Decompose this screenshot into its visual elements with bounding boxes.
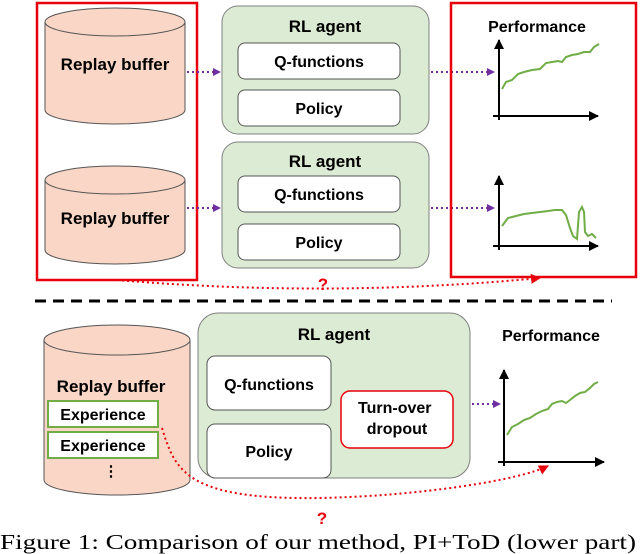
policy-box-bottom xyxy=(206,423,332,479)
question-mark-top: ? xyxy=(318,275,328,294)
performance-plot-1 xyxy=(493,39,600,121)
q-functions-box-2 xyxy=(237,175,401,213)
q-functions-label-1: Q-functions xyxy=(274,54,364,71)
question-mark-bottom: ? xyxy=(317,509,327,528)
plot3-curve xyxy=(506,381,599,436)
performance-title-top: Performance xyxy=(488,19,586,36)
policy-label-1: Policy xyxy=(295,101,342,118)
figure-caption: Figure 1: Comparison of our method, PI+T… xyxy=(0,530,636,554)
policy-label-2: Policy xyxy=(295,235,342,252)
policy-box-1 xyxy=(237,89,401,127)
performance-title-bottom: Performance xyxy=(502,328,600,345)
plot1-curve xyxy=(501,43,600,90)
q-functions-label-2: Q-functions xyxy=(274,187,364,204)
replay-buffer-cylinder-2: Replay buffer xyxy=(44,165,186,265)
q-functions-box-bottom xyxy=(206,355,332,411)
performance-plot-3 xyxy=(498,369,605,467)
q-functions-box-1 xyxy=(237,42,401,80)
turn-over-dropout-box xyxy=(340,390,454,449)
q-functions-label-bottom: Q-functions xyxy=(224,377,314,394)
experience-label-2: Experience xyxy=(60,438,145,455)
replay-buffer-cylinder-bottom: Replay buffer Experience Experience ⋮ xyxy=(43,324,191,496)
rl-agent-box-2: RL agent Q-functions Policy xyxy=(221,141,430,269)
experience-item-2 xyxy=(47,431,159,459)
highlight-box-performance xyxy=(449,1,638,279)
replay-buffer-label-2: Replay buffer xyxy=(61,209,170,228)
question-curve-bottom xyxy=(161,427,549,500)
performance-plot-2 xyxy=(493,175,599,251)
turn-over-dropout-label: Turn-over dropout xyxy=(358,400,436,438)
plot2-curve xyxy=(501,204,597,241)
policy-label-bottom: Policy xyxy=(245,444,292,461)
turn-over-dropout-line-2: dropout xyxy=(367,421,428,438)
policy-box-2 xyxy=(237,223,401,261)
replay-buffer-label-bottom: Replay buffer xyxy=(57,377,166,396)
turn-over-dropout-line-1: Turn-over xyxy=(358,400,431,417)
rl-agent-title-1: RL agent xyxy=(289,17,362,36)
rl-agent-title-bottom: RL agent xyxy=(298,325,371,344)
question-curve-top xyxy=(116,273,541,290)
experience-label-1: Experience xyxy=(60,407,145,424)
replay-buffer-label-1: Replay buffer xyxy=(61,55,170,74)
replay-buffer-cylinder-1: Replay buffer xyxy=(44,7,186,125)
rl-agent-box-1: RL agent Q-functions Policy xyxy=(221,5,430,135)
experience-item-1 xyxy=(47,400,159,428)
rl-agent-title-2: RL agent xyxy=(289,152,362,171)
rl-agent-box-bottom: RL agent Q-functions Policy Turn-over dr… xyxy=(197,312,471,479)
experience-ellipsis: ⋮ xyxy=(104,463,119,480)
